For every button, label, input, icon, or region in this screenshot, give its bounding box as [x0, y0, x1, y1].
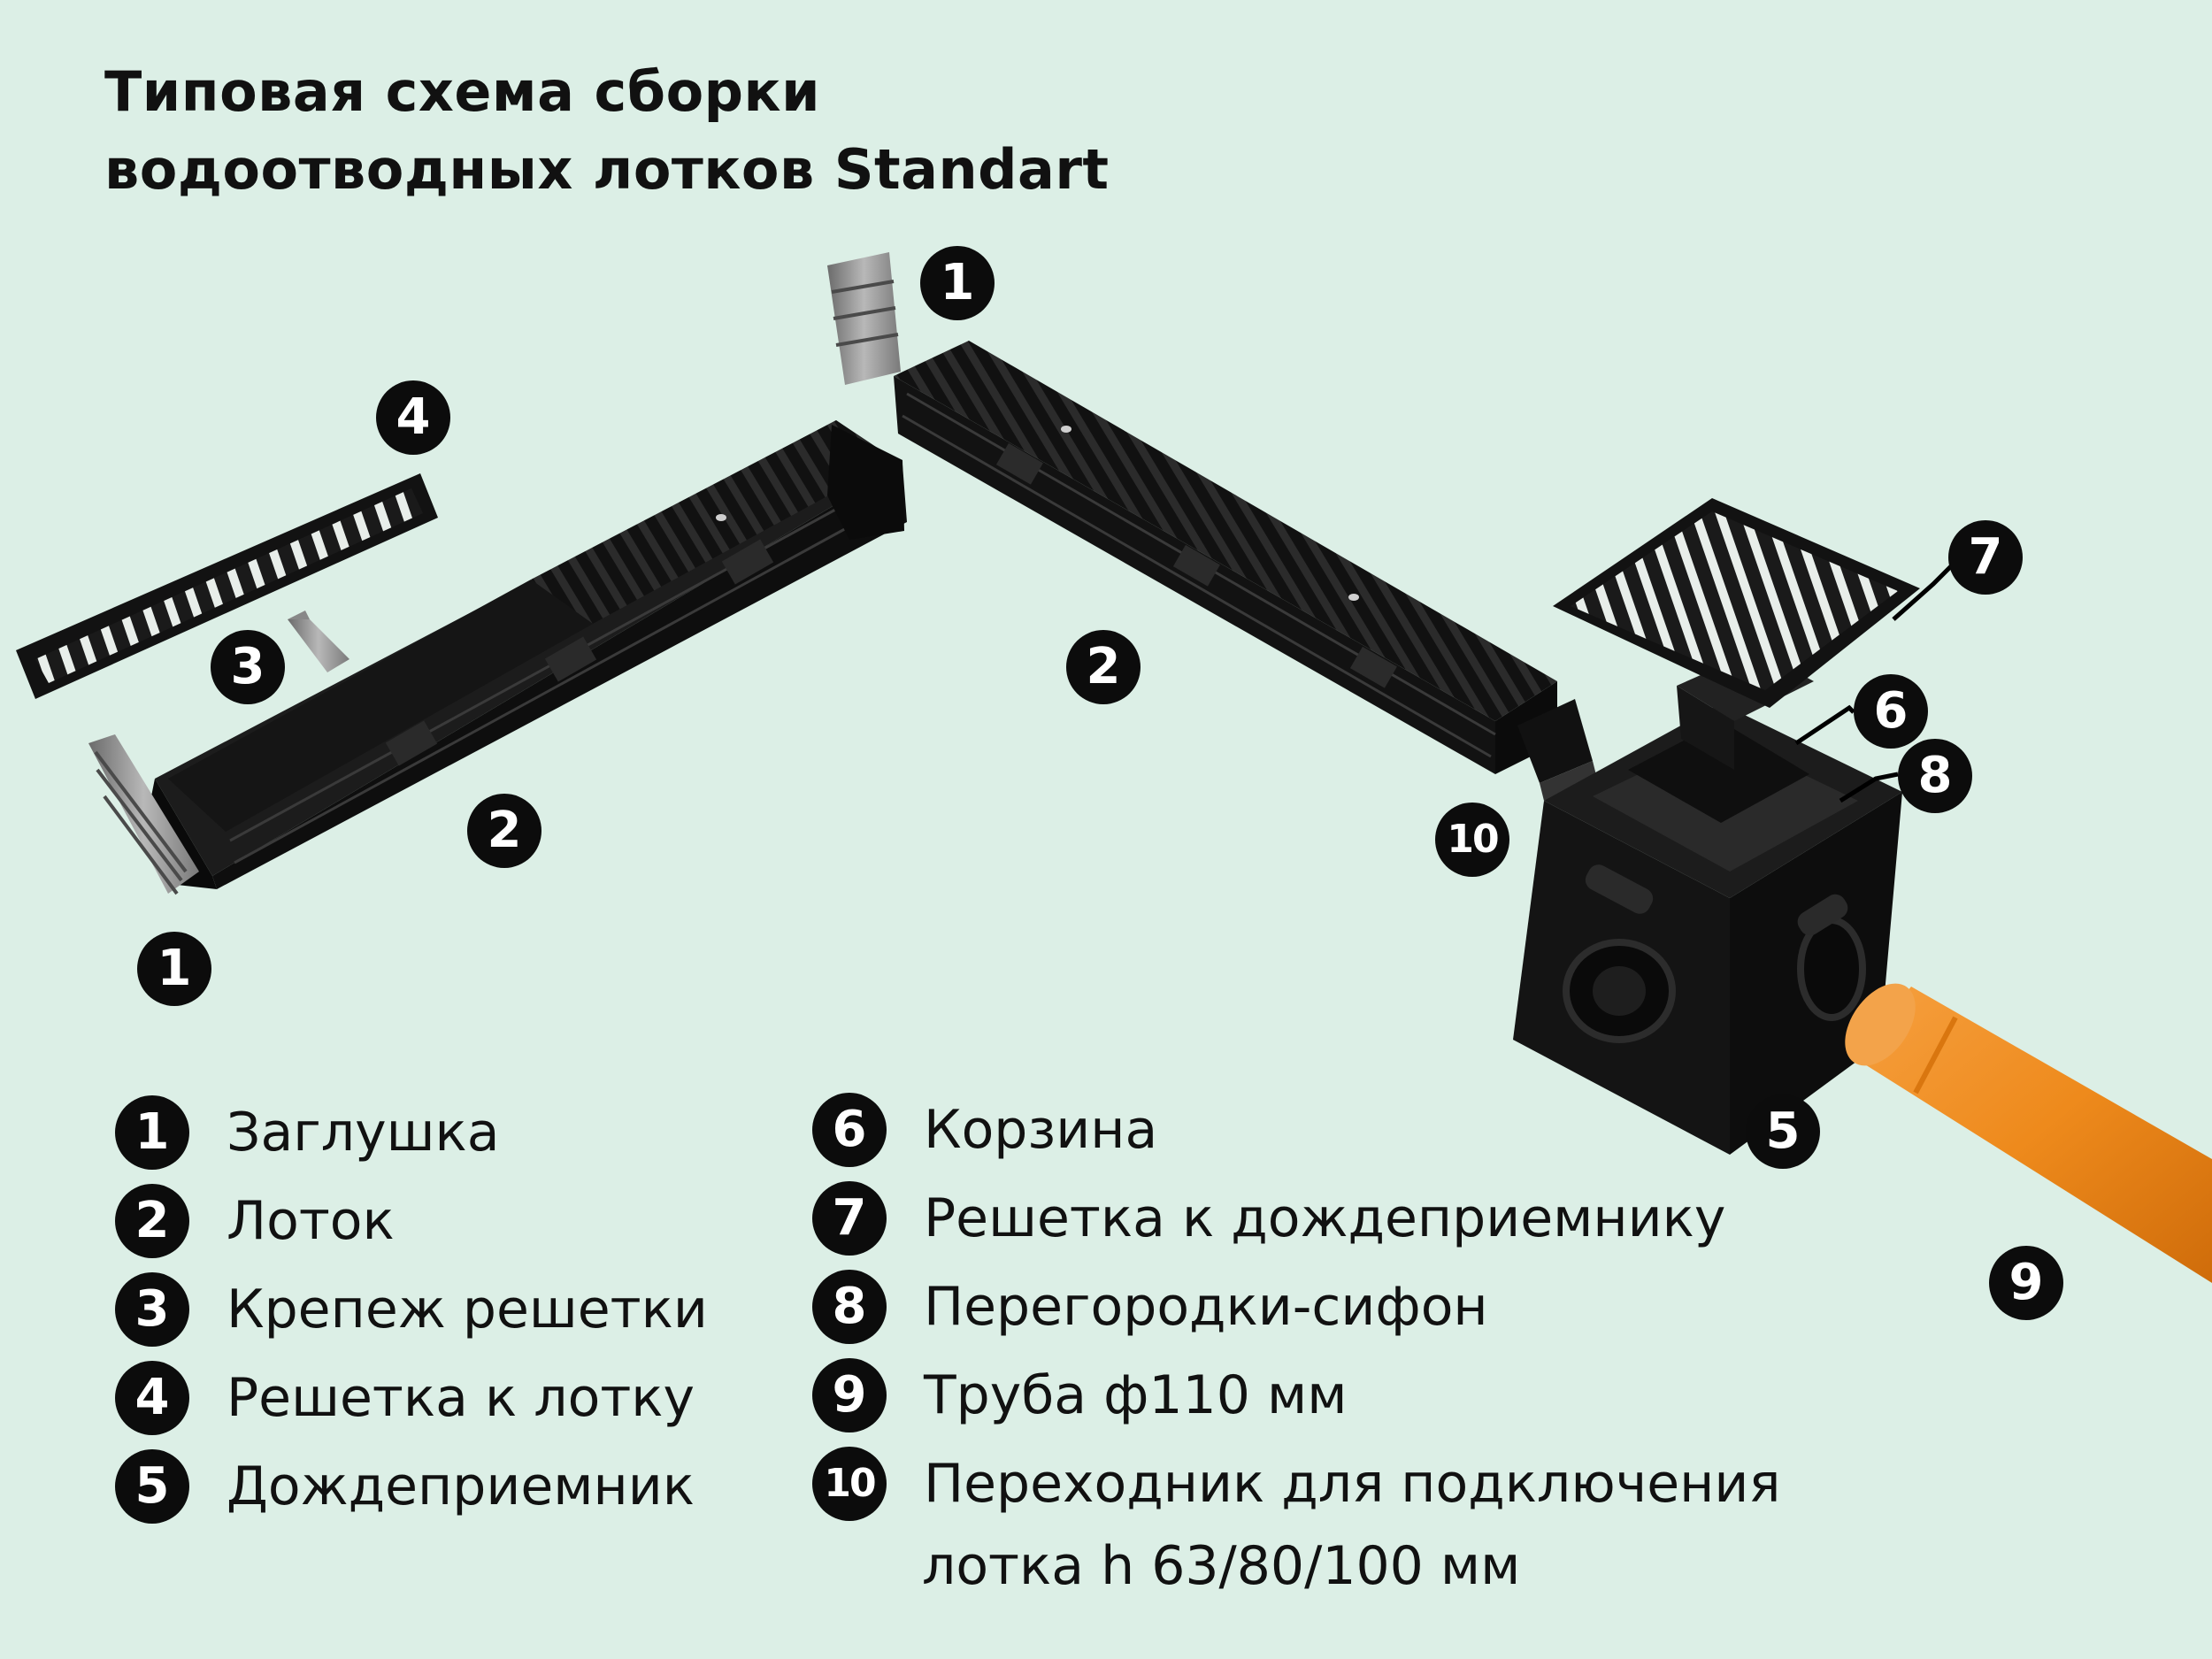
inlet-grate-drawing [1553, 498, 1920, 708]
legend-label: Труба ф110 мм [924, 1364, 1348, 1426]
legend-label: Дождеприемник [227, 1455, 695, 1517]
legend-item-3: 3 Крепеж решетки [115, 1272, 708, 1347]
callout-7: 7 [1948, 520, 2023, 595]
callout-2-right: 2 [1066, 630, 1141, 704]
legend-item-4: 4 Решетка к лотку [115, 1361, 695, 1435]
callout-5: 5 [1746, 1094, 1820, 1169]
legend-item-9: 9 Труба ф110 мм [812, 1358, 1348, 1432]
adapter-drawing [1517, 699, 1597, 801]
callout-3: 3 [211, 630, 285, 704]
callout-6: 6 [1854, 674, 1928, 749]
callout-4: 4 [376, 380, 450, 455]
left-channel-drawing [150, 420, 907, 889]
legend-label: Перегородки-сифон [924, 1276, 1488, 1338]
legend-item-6: 6 Корзина [812, 1093, 1157, 1167]
legend-number: 6 [812, 1093, 887, 1167]
rain-inlet-drawing [1513, 703, 1902, 1155]
legend-number: 4 [115, 1361, 189, 1435]
legend-item-10: 10 Переходник для подключения [812, 1447, 1780, 1521]
title-line-1: Типовая схема сборки [104, 59, 821, 124]
legend-number: 7 [812, 1181, 887, 1256]
legend-label-continuation: лотка h 63/80/100 мм [922, 1535, 1521, 1597]
right-channel-drawing [894, 341, 1557, 774]
legend-item-8: 8 Перегородки-сифон [812, 1270, 1488, 1344]
legend-label: Решетка к дождеприемнику [924, 1187, 1726, 1249]
legend-item-2: 2 Лоток [115, 1184, 395, 1258]
legend-number: 2 [115, 1184, 189, 1258]
legend-number: 8 [812, 1270, 887, 1344]
legend-label: Крепеж решетки [227, 1279, 708, 1340]
legend-number: 10 [812, 1447, 887, 1521]
callout-1-bottom: 1 [137, 932, 211, 1006]
callout-10: 10 [1435, 803, 1509, 877]
grate-clip-drawing [288, 611, 349, 672]
legend-item-1: 1 Заглушка [115, 1095, 500, 1170]
legend-label: Заглушка [227, 1102, 500, 1164]
legend-item-5: 5 Дождеприемник [115, 1449, 695, 1524]
legend-number: 5 [115, 1449, 189, 1524]
legend-number: 1 [115, 1095, 189, 1170]
legend-label: Решетка к лотку [227, 1367, 695, 1429]
diagram-title: Типовая схема сборки водоотводных лотков… [104, 53, 1110, 209]
channel-grate-drawing [16, 473, 438, 699]
top-end-cap-drawing [827, 252, 901, 385]
legend-label: Корзина [924, 1099, 1158, 1161]
callout-8: 8 [1898, 739, 1972, 813]
pipe-drawing [1845, 983, 2212, 1283]
legend-label: Переходник для подключения [924, 1453, 1781, 1515]
callout-2-left: 2 [467, 794, 541, 868]
title-line-2: водоотводных лотков Standart [104, 137, 1110, 202]
callout-1-top: 1 [920, 246, 995, 320]
legend-number: 9 [812, 1358, 887, 1432]
legend-number: 3 [115, 1272, 189, 1347]
legend-item-7: 7 Решетка к дождеприемнику [812, 1181, 1725, 1256]
legend-label: Лоток [227, 1190, 395, 1252]
callout-9: 9 [1989, 1246, 2063, 1320]
left-end-cap-drawing [88, 734, 199, 895]
